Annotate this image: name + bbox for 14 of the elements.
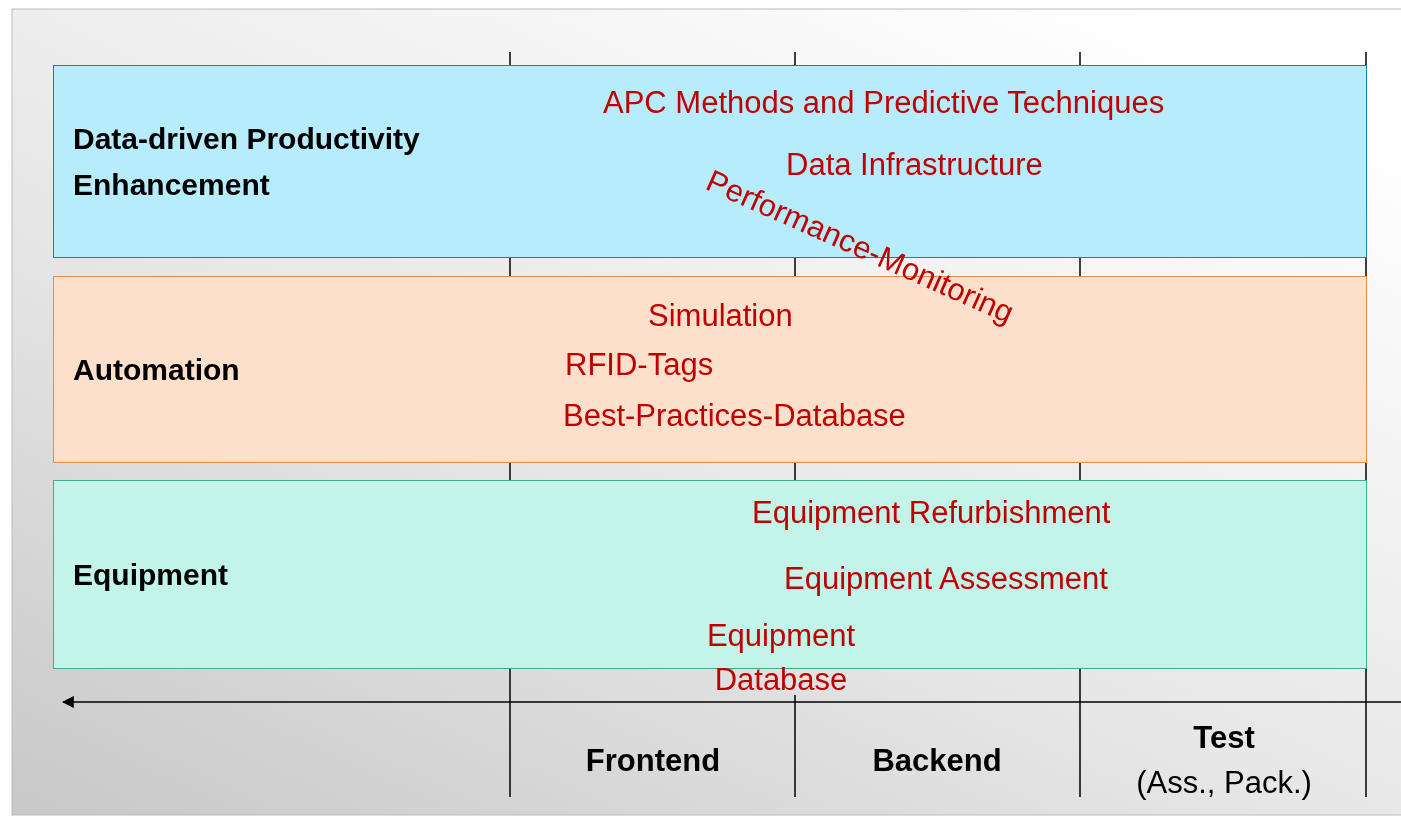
topic-label: Best-Practices-Database <box>563 398 906 434</box>
topic-label: Equipment Assessment <box>784 561 1108 597</box>
column-subheading: (Ass., Pack.) <box>1136 765 1312 801</box>
column-heading: Frontend <box>585 743 721 779</box>
topic-label: Equipment Refurbishment <box>752 495 1111 531</box>
band-title: Data-driven Productivity Enhancement <box>73 120 421 203</box>
topic-label: APC Methods and Predictive Techniques <box>603 85 1165 121</box>
column-heading: Test <box>1193 720 1255 756</box>
band-title: Automation <box>73 351 241 388</box>
topic-label: RFID-Tags <box>565 347 714 383</box>
category-band <box>53 480 1367 669</box>
column-heading: Backend <box>872 743 1002 779</box>
topic-label: Equipment Database <box>705 617 857 699</box>
band-title: Equipment <box>73 556 229 593</box>
